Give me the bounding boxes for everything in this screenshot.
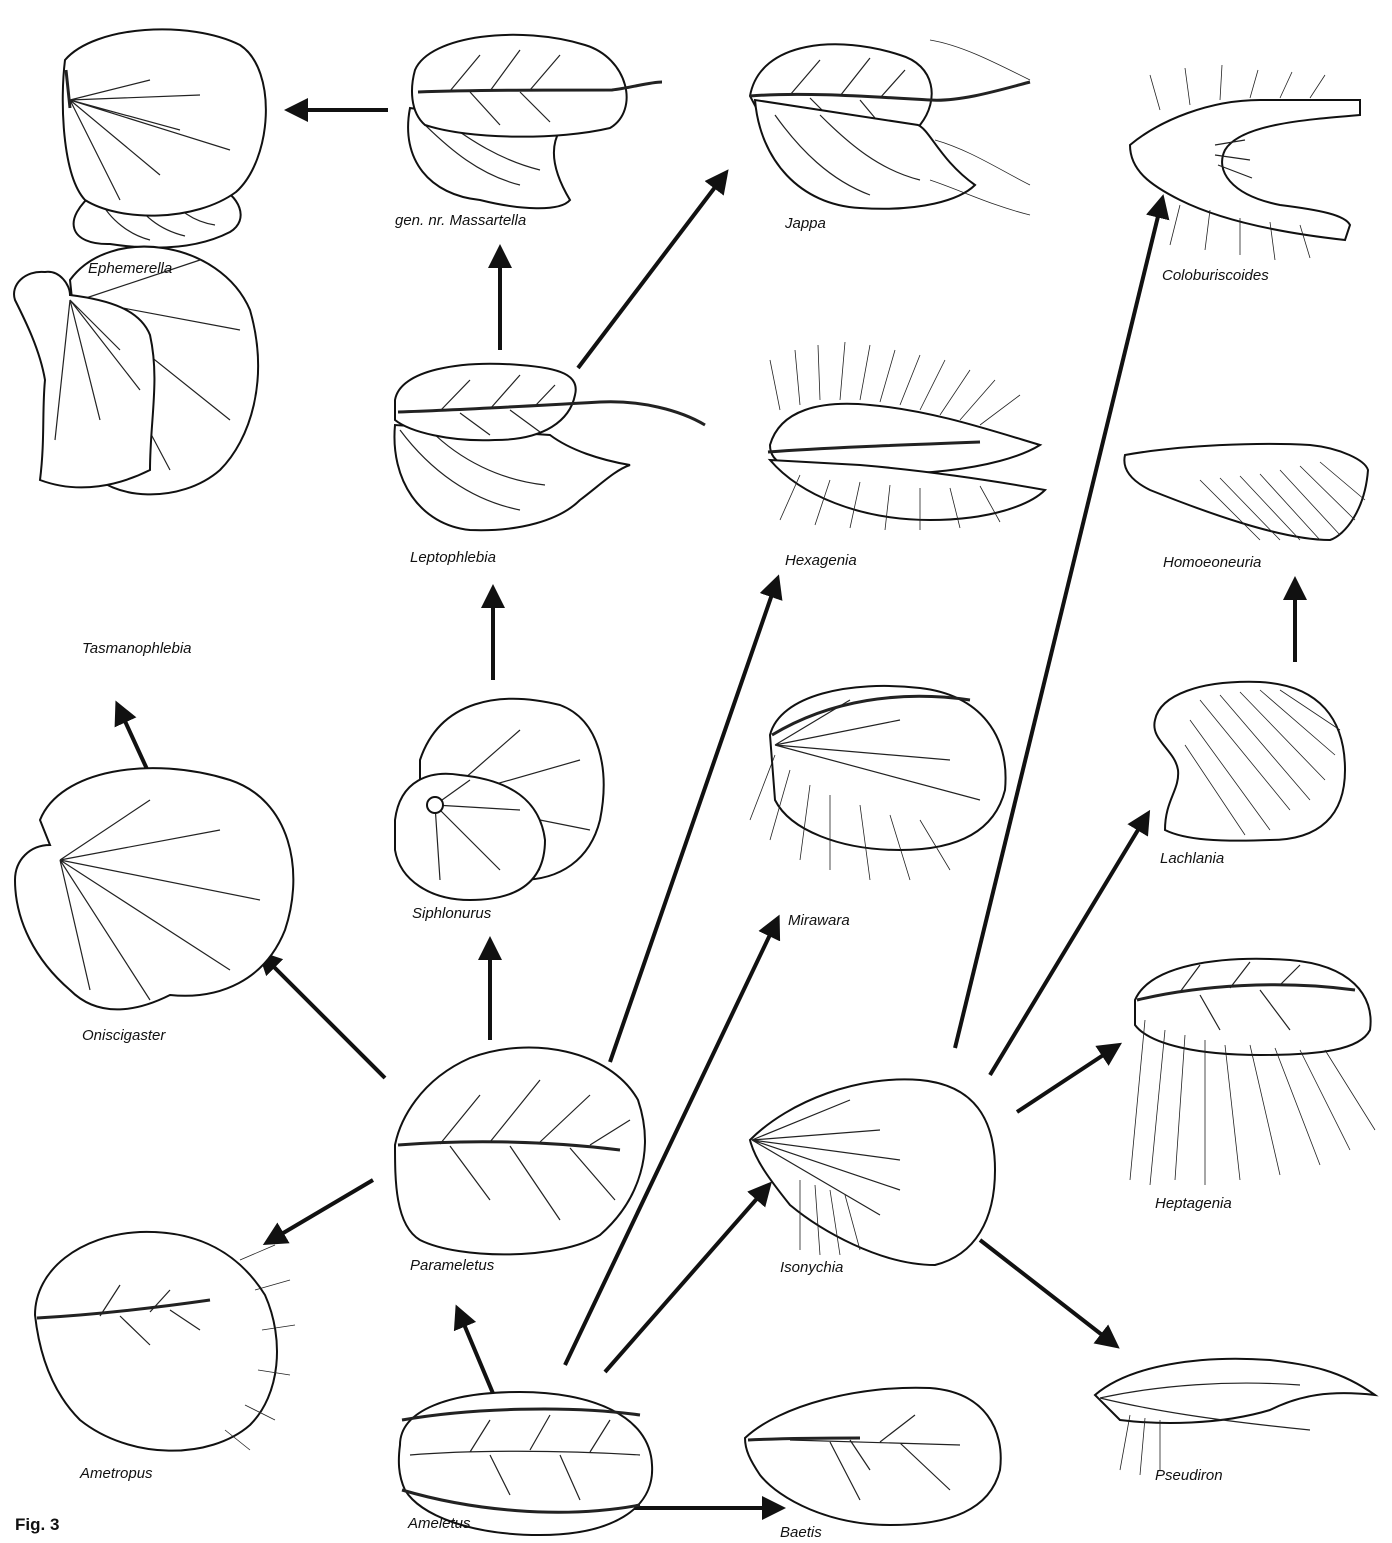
label-parameletus: Parameletus [410, 1257, 495, 1274]
isonychia-gill [750, 1079, 995, 1265]
tasmanophlebia-gill [14, 247, 258, 495]
label-ameletus: Ameletus [407, 1515, 471, 1532]
figure-label: Fig. 3 [15, 1515, 59, 1534]
ephemerella-gill [63, 29, 266, 247]
oniscigaster-gill [15, 768, 293, 1009]
label-tasmanophlebia: Tasmanophlebia [82, 640, 192, 657]
arrow-leptophlebia-to-jappa [578, 174, 725, 368]
label-massartella: gen. nr. Massartella [395, 212, 526, 229]
label-leptophlebia: Leptophlebia [410, 549, 496, 566]
arrow-parameletus-to-oniscigaster [262, 955, 385, 1078]
heptagenia-gill [1130, 959, 1375, 1185]
label-baetis: Baetis [780, 1524, 822, 1541]
hexagenia-gill [768, 342, 1045, 530]
leptophlebia-gill [394, 364, 705, 530]
parameletus-gill [395, 1047, 645, 1254]
label-ephemerella: Ephemerella [88, 260, 172, 277]
label-coloburiscoides: Coloburiscoides [1162, 267, 1269, 284]
ameletus-gill [399, 1392, 652, 1535]
label-hexagenia: Hexagenia [785, 552, 857, 569]
siphlonurus-gill [395, 699, 604, 900]
arrow-isonychia-to-heptagenia [1017, 1046, 1117, 1112]
coloburiscoides-gill [1130, 65, 1360, 260]
label-oniscigaster: Oniscigaster [82, 1027, 166, 1044]
homoeoneuria-gill [1124, 444, 1368, 540]
label-lachlania: Lachlania [1160, 850, 1224, 867]
label-isonychia: Isonychia [780, 1259, 843, 1276]
label-pseudiron: Pseudiron [1155, 1467, 1223, 1484]
lachlania-gill [1154, 682, 1345, 841]
arrow-ameletus-to-isonychia [605, 1186, 768, 1372]
mirawara-gill [750, 686, 1006, 880]
arrow-parameletus-to-ametropus [268, 1180, 373, 1242]
baetis-gill [745, 1388, 1001, 1525]
arrows [118, 110, 1295, 1508]
arrow-isonychia-to-coloburiscoides [955, 200, 1162, 1048]
label-ametropus: Ametropus [79, 1465, 153, 1482]
label-jappa: Jappa [784, 215, 826, 232]
massartella-gill [408, 35, 662, 208]
label-homoeoneuria: Homoeoneuria [1163, 554, 1261, 571]
label-heptagenia: Heptagenia [1155, 1195, 1232, 1212]
label-mirawara: Mirawara [788, 912, 850, 929]
arrow-parameletus-to-hexagenia [610, 580, 777, 1062]
ametropus-gill [35, 1232, 295, 1451]
jappa-gill [750, 40, 1030, 215]
label-siphlonurus: Siphlonurus [412, 905, 492, 922]
arrow-isonychia-to-pseudiron [980, 1240, 1115, 1345]
arrow-isonychia-to-lachlania [990, 815, 1147, 1075]
pseudiron-gill [1095, 1359, 1375, 1475]
